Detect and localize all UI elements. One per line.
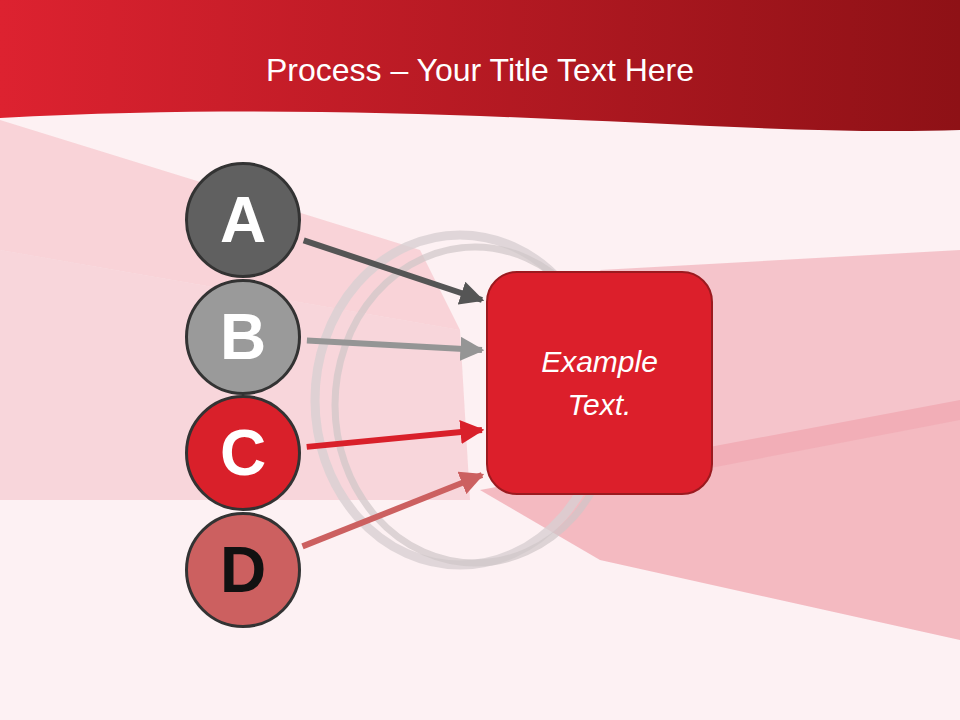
step-circle: D (185, 512, 301, 628)
step-letter: A (220, 188, 266, 252)
header-band (0, 0, 960, 131)
circle-shape (187, 514, 300, 627)
arrow-connector (302, 475, 482, 546)
circle-shape (187, 281, 300, 394)
step-letter: C (220, 421, 266, 485)
step-circle: C (185, 395, 301, 511)
arrow-connector (307, 430, 482, 447)
belt-strap (0, 250, 470, 500)
step-circle: A (185, 162, 301, 278)
slide-title: Process – Your Title Text Here (0, 52, 960, 89)
box-shape (487, 272, 712, 494)
box-text: Example Text. (525, 340, 675, 427)
circle-shape (187, 397, 300, 510)
arrow-connector (307, 340, 482, 350)
content-box: Example Text. (486, 271, 713, 495)
arrow-connector (304, 240, 482, 300)
step-letter: B (220, 305, 266, 369)
step-letter: D (220, 538, 266, 602)
step-circle: B (185, 279, 301, 395)
box-outline (486, 271, 713, 495)
circle-shape (187, 164, 300, 277)
